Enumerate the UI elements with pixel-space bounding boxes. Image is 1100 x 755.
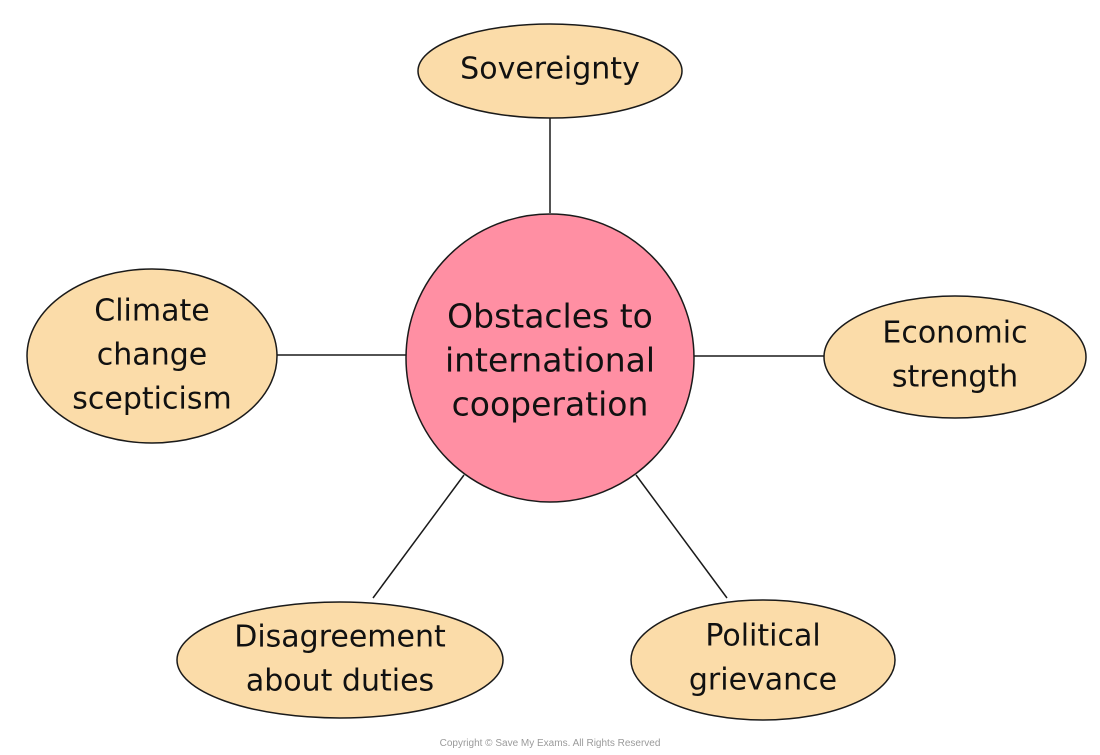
node-economic-label: Economic strength <box>882 316 1027 395</box>
connector-disagreement <box>372 474 465 599</box>
label-line: Sovereignty <box>460 52 640 87</box>
copyright-notice: Copyright © Save My Exams. All Rights Re… <box>439 738 661 749</box>
central-topic-circle <box>405 213 695 503</box>
connector-political <box>635 474 728 599</box>
label-line: Economic <box>882 316 1027 351</box>
label-line: cooperation <box>452 385 649 424</box>
node-political-label: Political grievance <box>689 619 837 698</box>
label-line: Obstacles to <box>447 297 653 336</box>
label-line: grievance <box>689 663 837 698</box>
node-climate <box>26 268 278 444</box>
node-political <box>630 599 896 721</box>
central-topic-label: Obstacles to international cooperation <box>445 297 655 424</box>
label-line: strength <box>892 360 1018 395</box>
node-economic <box>823 295 1087 419</box>
node-sovereignty <box>417 23 683 119</box>
label-line: Climate <box>94 294 209 329</box>
label-line: international <box>445 341 655 380</box>
label-line: Political <box>705 619 820 654</box>
label-line: about duties <box>246 664 434 699</box>
label-line: change <box>97 338 207 373</box>
node-sovereignty-label: Sovereignty <box>460 52 640 87</box>
node-disagreement <box>176 601 504 719</box>
label-line: scepticism <box>72 382 231 417</box>
label-line: Disagreement <box>234 620 446 655</box>
node-disagreement-label: Disagreement about duties <box>234 620 446 699</box>
node-climate-label: Climate change scepticism <box>72 294 231 417</box>
